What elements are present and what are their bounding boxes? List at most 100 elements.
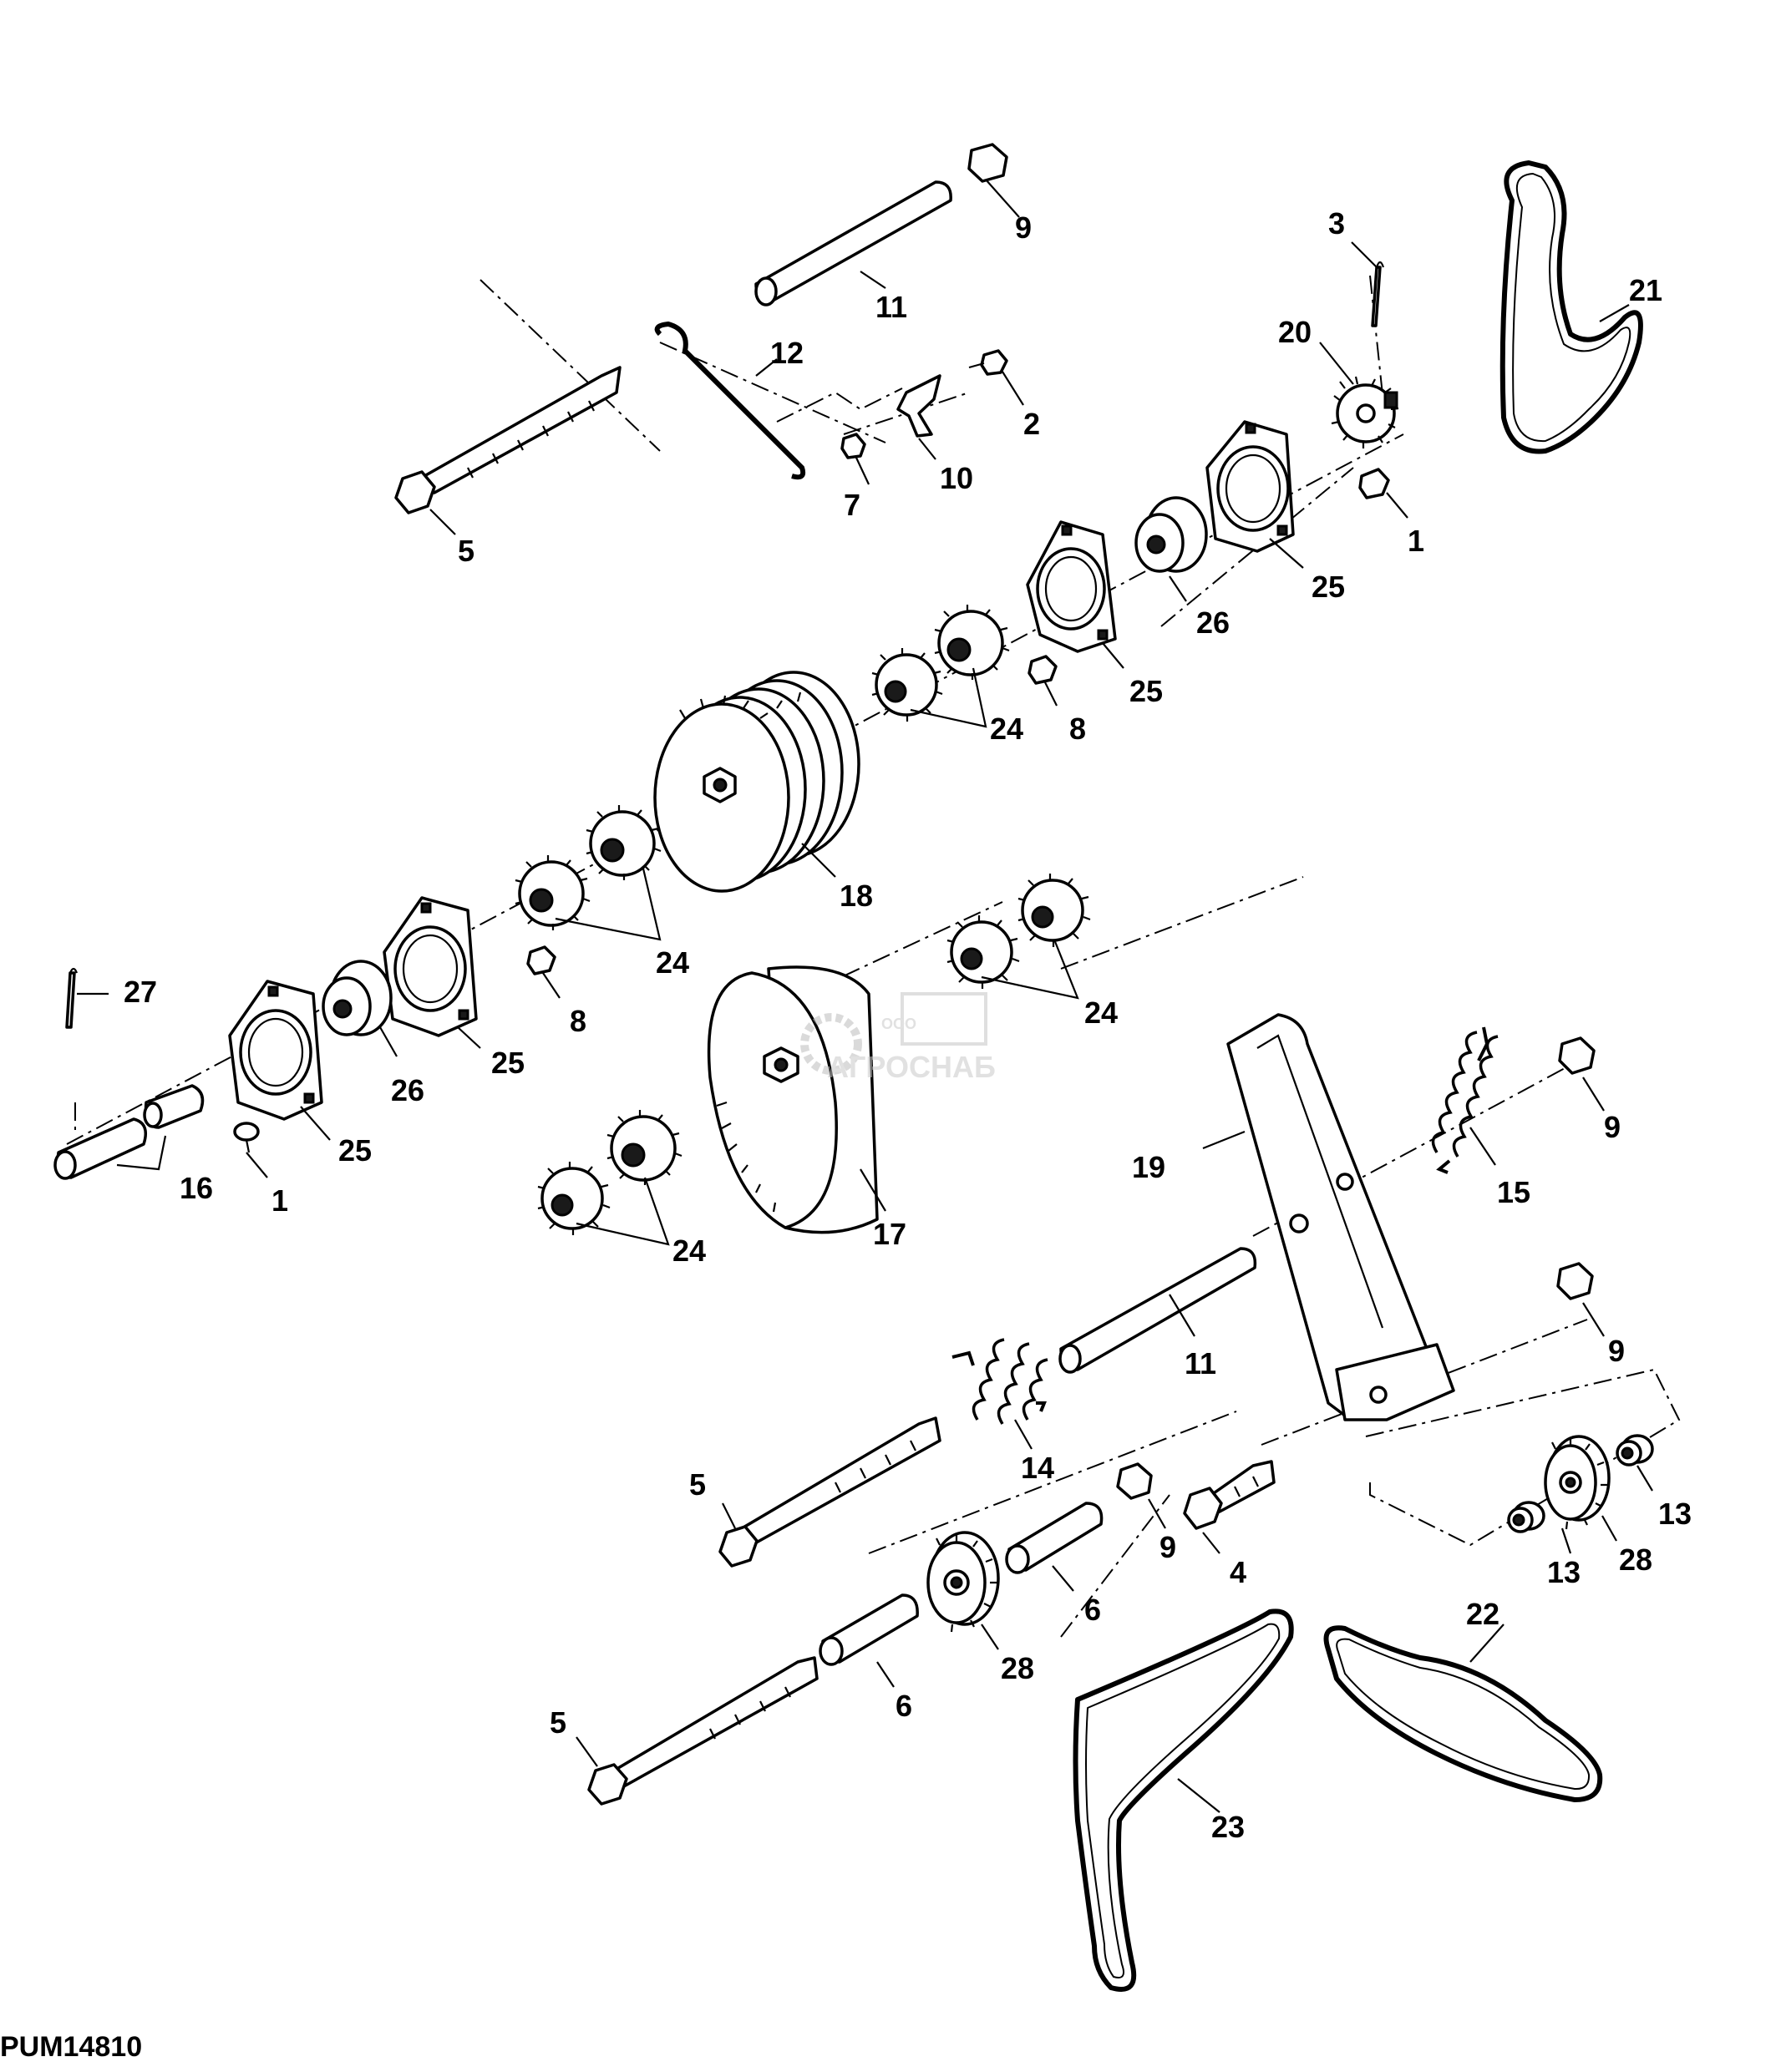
sleeve-6-lower bbox=[819, 1593, 919, 1666]
gears-24-lower bbox=[537, 1110, 682, 1235]
nut-8-lower bbox=[526, 945, 556, 975]
pins-16 bbox=[53, 1084, 205, 1180]
callout-24-right: 24 bbox=[1084, 995, 1118, 1030]
screw-2 bbox=[968, 349, 1008, 376]
nut-9-right-2 bbox=[1556, 1262, 1594, 1300]
nut-9-top bbox=[967, 143, 1008, 183]
callout-3: 3 bbox=[1328, 206, 1345, 241]
callout-16: 16 bbox=[180, 1171, 213, 1205]
gear-24-a bbox=[871, 648, 943, 722]
callout-23: 23 bbox=[1211, 1810, 1245, 1844]
callout-1-left: 1 bbox=[271, 1183, 288, 1218]
callout-10: 10 bbox=[940, 461, 973, 495]
gear-24-g bbox=[537, 1162, 611, 1235]
callout-21: 21 bbox=[1629, 273, 1662, 307]
leader-lines bbox=[77, 179, 1653, 1813]
idler-sprocket-assembly bbox=[1507, 1434, 1654, 1533]
flange-25-mid bbox=[1026, 520, 1117, 653]
bushing-13-right bbox=[1616, 1434, 1654, 1467]
gear-24-b bbox=[934, 605, 1010, 680]
callout-19: 19 bbox=[1132, 1150, 1165, 1184]
callout-13-right: 13 bbox=[1658, 1497, 1692, 1531]
callout-28-right: 28 bbox=[1619, 1543, 1652, 1577]
callout-15: 15 bbox=[1497, 1175, 1530, 1209]
callout-9-right-2: 9 bbox=[1608, 1334, 1625, 1368]
tube-11-upper bbox=[754, 180, 952, 306]
callout-13-left: 13 bbox=[1547, 1555, 1581, 1589]
callout-8-lower: 8 bbox=[570, 1004, 586, 1038]
callout-9-top: 9 bbox=[1015, 210, 1032, 245]
callout-25-right: 25 bbox=[1312, 570, 1345, 604]
screw-1-left bbox=[233, 1122, 260, 1153]
idler-arm-19 bbox=[1226, 1013, 1455, 1421]
callout-20: 20 bbox=[1278, 315, 1312, 349]
gear-24-f bbox=[1017, 874, 1091, 947]
bushing-13-left bbox=[1507, 1501, 1545, 1533]
flange-25-left bbox=[228, 980, 323, 1121]
callout-25-mid: 25 bbox=[1129, 674, 1163, 708]
callout-26-right: 26 bbox=[1196, 605, 1230, 640]
callout-14: 14 bbox=[1021, 1451, 1054, 1485]
callout-22: 22 bbox=[1466, 1597, 1499, 1631]
spring-rod-12 bbox=[654, 321, 903, 480]
callout-5-top: 5 bbox=[458, 534, 474, 568]
upper-shaft-assembly bbox=[394, 143, 1008, 514]
sprocket-20 bbox=[1331, 376, 1399, 448]
callout-18: 18 bbox=[840, 879, 873, 913]
callout-8-upper: 8 bbox=[1069, 712, 1086, 746]
bolt-5-lower bbox=[587, 1656, 819, 1806]
screw-1-right bbox=[1358, 468, 1390, 499]
lower-shafts bbox=[587, 1036, 1596, 1806]
pulley-18 bbox=[653, 671, 860, 893]
left-bearing-assembly bbox=[53, 896, 556, 1180]
nut-9-lower bbox=[1116, 1462, 1153, 1500]
bearing-26-left bbox=[322, 960, 393, 1036]
right-bearing-assembly bbox=[1026, 261, 1399, 685]
sprocket-28-right bbox=[1544, 1435, 1611, 1530]
watermark-small-text: ООО bbox=[881, 1016, 916, 1032]
callout-9-right-1: 9 bbox=[1604, 1110, 1621, 1144]
callout-25-left-mid: 25 bbox=[491, 1046, 525, 1080]
callout-27: 27 bbox=[124, 975, 157, 1009]
watermark-logo: ООО АГРОСНАБ bbox=[800, 992, 996, 1084]
callout-labels: 9 11 12 2 10 7 5 3 21 20 1 25 26 25 8 24… bbox=[124, 206, 1692, 1844]
pulley-17 bbox=[707, 965, 879, 1234]
callout-11-top: 11 bbox=[875, 290, 907, 324]
callout-7: 7 bbox=[844, 488, 860, 522]
callout-6-upper: 6 bbox=[1084, 1593, 1101, 1627]
belt-21 bbox=[1499, 160, 1643, 454]
spring-15 bbox=[1431, 1026, 1499, 1174]
sprocket-28-lower bbox=[926, 1531, 1000, 1633]
cotter-pin-3 bbox=[1371, 261, 1385, 327]
figure-code: PUM14810 bbox=[0, 2031, 142, 2063]
watermark-text: АГРОСНАБ bbox=[827, 1050, 996, 1084]
bearing-26-right bbox=[1134, 496, 1208, 573]
bolt-4 bbox=[1183, 1460, 1276, 1530]
axis-lines bbox=[66, 275, 1681, 1638]
bracket-10 bbox=[896, 374, 941, 438]
callout-24-upper: 24 bbox=[990, 712, 1023, 746]
nut-8-upper bbox=[1028, 655, 1058, 685]
callout-26-left: 26 bbox=[391, 1073, 424, 1107]
callout-24-mid: 24 bbox=[656, 945, 689, 980]
callout-25-left: 25 bbox=[338, 1133, 372, 1168]
bolt-5-upper bbox=[394, 366, 622, 514]
callout-4: 4 bbox=[1230, 1555, 1246, 1589]
tube-11-lower bbox=[1058, 1247, 1257, 1374]
callout-1-right: 1 bbox=[1408, 524, 1424, 558]
callout-5-lower: 5 bbox=[550, 1705, 566, 1740]
flange-25-left-mid bbox=[383, 896, 478, 1037]
gear-24-e bbox=[946, 915, 1020, 989]
callout-6-lower: 6 bbox=[896, 1689, 912, 1723]
nut-7 bbox=[840, 433, 866, 459]
callout-5-mid: 5 bbox=[689, 1467, 706, 1502]
belt-23 bbox=[1073, 1608, 1294, 1992]
spring-14 bbox=[951, 1338, 1048, 1425]
gear-24-d bbox=[586, 805, 662, 880]
belt-22 bbox=[1323, 1625, 1603, 1802]
cotter-pin-27 bbox=[65, 967, 79, 1029]
callout-9-lower: 9 bbox=[1159, 1530, 1176, 1564]
gears-24-upper bbox=[871, 605, 1010, 722]
gear-24-c bbox=[515, 855, 591, 930]
